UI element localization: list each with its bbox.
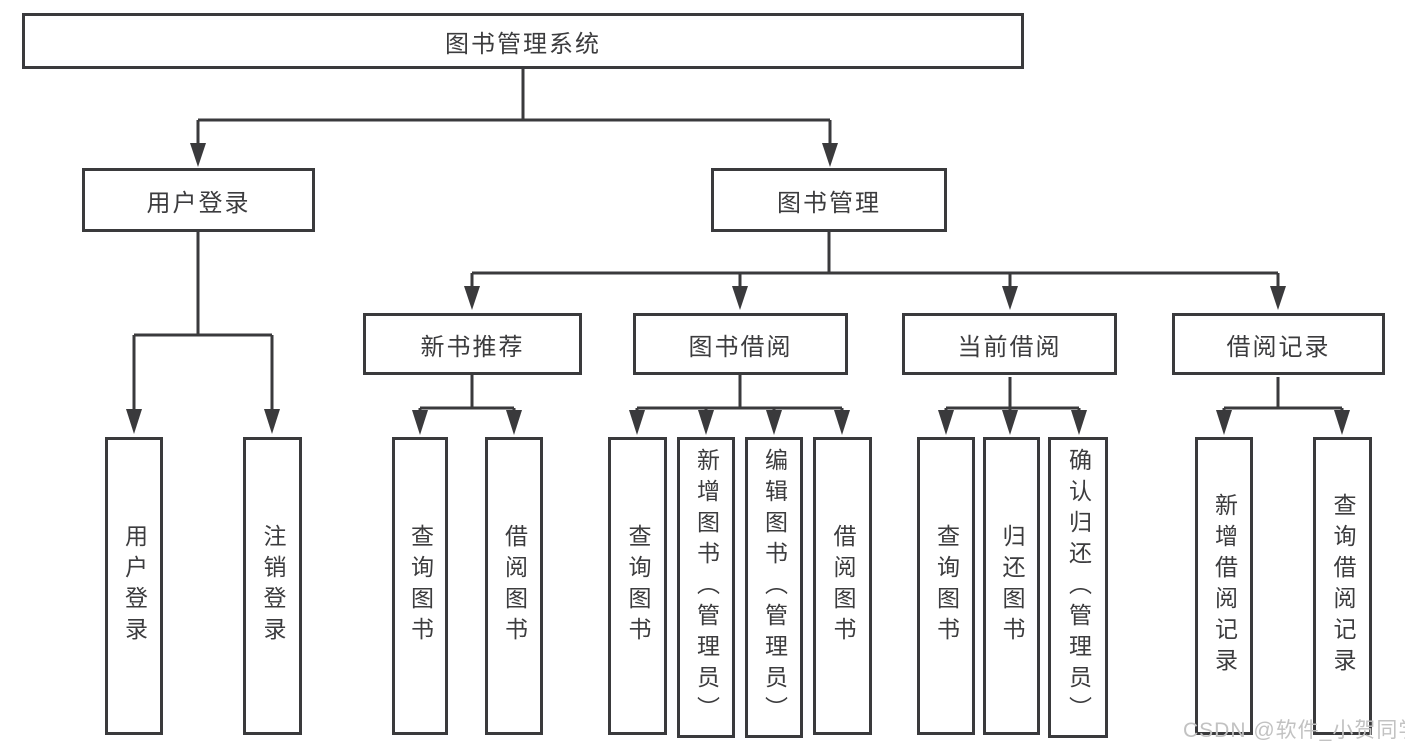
- arrow-icon: [190, 143, 206, 167]
- watermark: CSDN @软件_小贺同学: [1183, 719, 1405, 742]
- connector-root-to-level2: [196, 69, 832, 146]
- arrow-icon: [1270, 286, 1286, 310]
- arrow-icon: [629, 410, 645, 435]
- arrow-icon: [938, 410, 954, 435]
- leaf-label: 借阅图书: [830, 524, 856, 648]
- leaf-borrow-books-2: 借阅图书: [813, 437, 872, 735]
- arrow-icon: [506, 410, 522, 435]
- leaf-add-books-admin: 新增图书（管理员）: [677, 437, 735, 738]
- node-borrow-records: 借阅记录: [1172, 313, 1385, 375]
- leaf-user-login: 用户登录: [105, 437, 163, 735]
- leaf-label: 确认归还（管理员）: [1065, 448, 1092, 727]
- node-book-management: 图书管理: [711, 168, 947, 232]
- connector-records-to-leaves: [1222, 377, 1344, 413]
- node-current-borrow-label: 当前借阅: [957, 333, 1062, 361]
- leaf-query-books-3: 查询图书: [917, 437, 975, 735]
- leaf-edit-books-admin: 编辑图书（管理员）: [745, 437, 803, 738]
- connector-newbook-to-leaves: [418, 375, 516, 413]
- leaf-label: 归还图书: [999, 524, 1025, 648]
- arrow-icon: [834, 410, 850, 435]
- leaf-query-books-1: 查询图书: [392, 437, 448, 735]
- node-new-book-recommend-label: 新书推荐: [420, 333, 525, 361]
- leaf-label: 新增借阅记录: [1211, 493, 1238, 679]
- leaf-label: 查询借阅记录: [1330, 493, 1356, 679]
- leaf-label: 编辑图书（管理员）: [761, 448, 788, 727]
- node-user-login: 用户登录: [82, 168, 315, 232]
- leaf-query-borrow-record: 查询借阅记录: [1313, 437, 1372, 735]
- connector-userlogin-to-leaves: [132, 232, 274, 412]
- node-new-book-recommend: 新书推荐: [363, 313, 582, 375]
- arrow-icon: [412, 410, 428, 435]
- node-root: 图书管理系统: [22, 13, 1024, 69]
- leaf-query-books-2: 查询图书: [608, 437, 667, 735]
- node-borrow-records-label: 借阅记录: [1226, 333, 1331, 361]
- arrow-icon: [1071, 410, 1087, 435]
- leaf-label: 新增图书（管理员）: [693, 448, 720, 727]
- connector-bookmgmt-to-level3: [470, 232, 1280, 288]
- node-book-borrow: 图书借阅: [633, 313, 848, 375]
- node-user-login-label: 用户登录: [146, 189, 251, 217]
- leaf-confirm-return-admin: 确认归还（管理员）: [1048, 437, 1108, 738]
- leaf-logout: 注销登录: [243, 437, 302, 735]
- node-book-management-label: 图书管理: [777, 189, 881, 217]
- connector-borrow-to-leaves: [635, 375, 844, 413]
- leaf-add-borrow-record: 新增借阅记录: [1195, 437, 1253, 735]
- arrow-icon: [1334, 410, 1350, 435]
- leaf-borrow-books-1: 借阅图书: [485, 437, 543, 735]
- leaf-label: 用户登录: [121, 524, 148, 648]
- leaf-label: 注销登录: [260, 524, 286, 648]
- connector-current-to-leaves: [944, 377, 1081, 413]
- node-book-borrow-label: 图书借阅: [688, 333, 793, 361]
- leaf-label: 查询图书: [933, 524, 960, 648]
- node-current-borrow: 当前借阅: [902, 313, 1117, 375]
- node-root-label: 图书管理系统: [445, 30, 601, 58]
- arrow-icon: [766, 410, 782, 435]
- leaf-label: 查询图书: [625, 524, 651, 648]
- arrow-icon: [126, 409, 142, 434]
- arrow-icon: [732, 286, 748, 310]
- arrow-icon: [698, 410, 714, 435]
- arrow-icon: [1002, 286, 1018, 310]
- leaf-label: 查询图书: [407, 524, 434, 648]
- arrow-icon: [822, 143, 838, 167]
- leaf-return-books: 归还图书: [983, 437, 1040, 735]
- arrow-icon: [264, 409, 280, 434]
- arrow-icon: [1216, 410, 1232, 435]
- arrow-icon: [1002, 410, 1018, 435]
- leaf-label: 借阅图书: [501, 524, 528, 648]
- arrow-icon: [464, 286, 480, 310]
